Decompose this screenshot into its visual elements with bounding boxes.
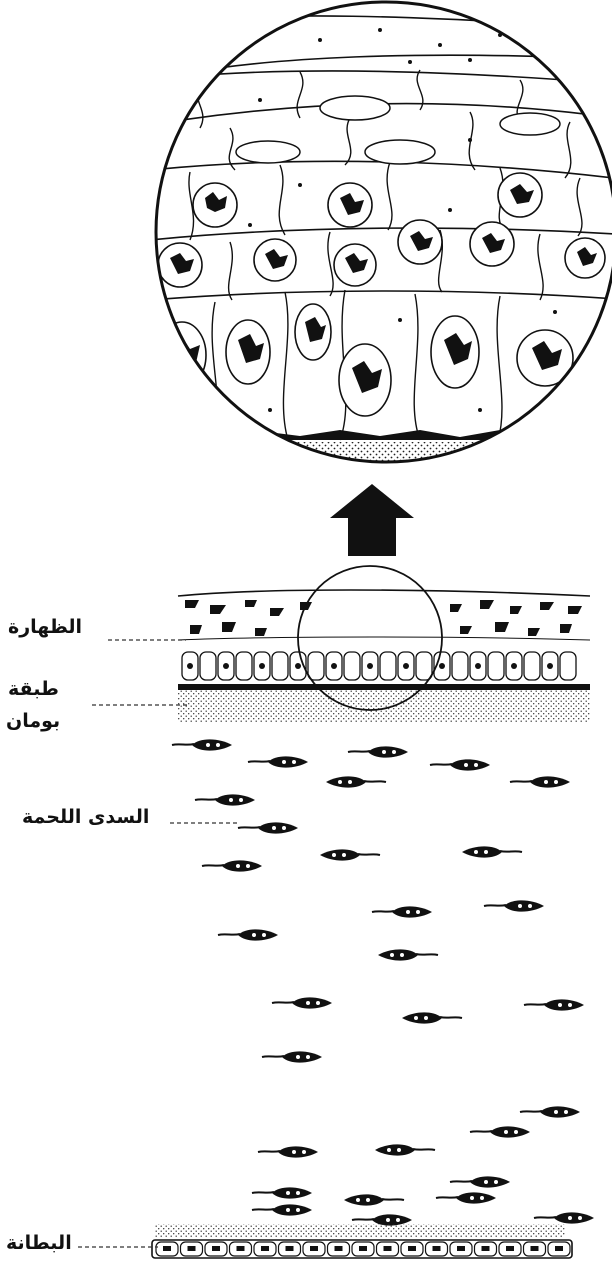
endothelial-nucleus [212, 1246, 220, 1251]
keratocyte [201, 860, 262, 872]
keratocyte [217, 929, 278, 941]
endothelial-nucleus [506, 1246, 514, 1251]
endothelial-nucleus [408, 1246, 416, 1251]
keratocyte [351, 1214, 412, 1226]
keratocyte [247, 756, 308, 768]
keratocyte [509, 776, 570, 788]
keratocyte [171, 739, 232, 751]
endothelial-nucleus [261, 1246, 269, 1251]
keratocyte [402, 1012, 463, 1024]
endothelial-nucleus [236, 1246, 245, 1251]
bowman-label-line1: طبقة [8, 678, 59, 700]
magnify-arrow [330, 484, 414, 556]
keratocyte [378, 949, 439, 961]
endothelial-nucleus [285, 1246, 294, 1251]
keratocyte [435, 1192, 496, 1204]
endothelial-nucleus [383, 1246, 392, 1251]
keratocyte [462, 846, 523, 858]
keratocyte [371, 906, 432, 918]
endothelial-nucleus [187, 1246, 196, 1251]
keratocyte [347, 746, 408, 758]
keratocyte [237, 822, 298, 834]
endothelial-nucleus [359, 1246, 367, 1251]
keratocyte [271, 997, 332, 1009]
keratocyte [251, 1187, 312, 1199]
endothelial-nucleus [530, 1246, 539, 1251]
stroma-label: السدى اللحمة [22, 806, 150, 828]
endothelial-nucleus [457, 1246, 465, 1251]
keratocyte [449, 1176, 510, 1188]
endothelial-nucleus [334, 1246, 343, 1251]
stroma-layer [171, 739, 594, 1226]
keratocyte [429, 759, 490, 771]
keratocyte [194, 794, 255, 806]
keratocyte [519, 1106, 580, 1118]
keratocyte [326, 776, 387, 788]
keratocyte [320, 849, 381, 861]
selection-circle [297, 565, 443, 711]
endothelium-label: البطانة [6, 1232, 72, 1254]
keratocyte [483, 900, 544, 912]
magnify-circle-outline [154, 0, 612, 464]
endothelial-nucleus [555, 1246, 563, 1251]
endothelial-nucleus [432, 1246, 441, 1251]
keratocyte [469, 1126, 530, 1138]
keratocyte [257, 1146, 318, 1158]
keratocyte [251, 1204, 312, 1216]
keratocyte [533, 1212, 594, 1224]
keratocyte [523, 999, 584, 1011]
endothelial-nucleus [163, 1246, 171, 1251]
epithelium-label: الظهارة [8, 616, 82, 638]
epithelium-layer [177, 589, 591, 690]
keratocyte [261, 1051, 322, 1063]
keratocyte [375, 1144, 436, 1156]
keratocyte [344, 1194, 405, 1206]
endothelial-nucleus [481, 1246, 490, 1251]
endothelium-layer [151, 1224, 573, 1259]
bowman-label-line2: بومان [6, 710, 61, 732]
bowman-layer [178, 690, 590, 722]
endothelial-nucleus [310, 1246, 318, 1251]
